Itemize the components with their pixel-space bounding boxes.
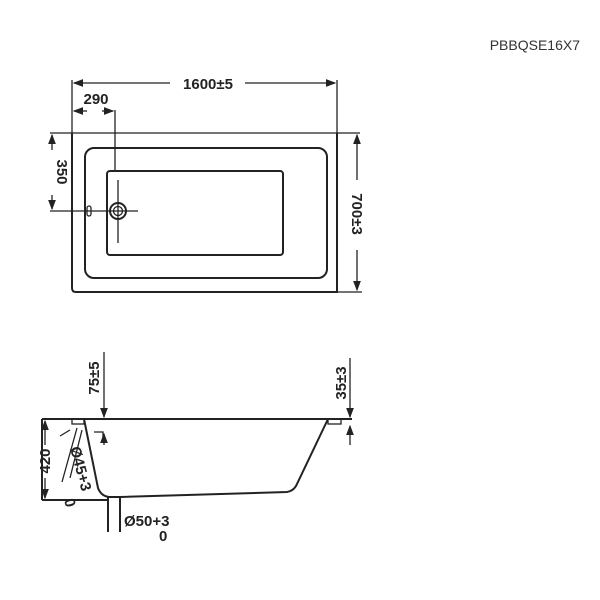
side-view: Ø50+3 0 Ø45+3 0 75±5 35±3 420 [37, 352, 354, 545]
model-code: PBBQSE16X7 [490, 37, 580, 53]
height-dimension: 420 [37, 448, 54, 473]
drain-offset-y-dimension: 350 [53, 159, 70, 184]
drain-offset-x-dimension: 290 [83, 91, 108, 108]
length-dimension: 1600±5 [183, 76, 233, 93]
width-dimension: 700±3 [348, 193, 365, 235]
drain-diameter-tolerance: 0 [159, 528, 167, 545]
rim-thickness-left: 75±5 [86, 361, 103, 394]
top-view: 1600±5 290 350 700±3 [48, 76, 365, 293]
basin-outline [106, 170, 284, 256]
tub-outline [71, 133, 338, 293]
drain-diameter: Ø50+3 [124, 513, 169, 530]
overflow-diameter-tolerance: 0 [60, 497, 79, 509]
basin-profile [83, 418, 329, 498]
rim-thickness-right: 35±3 [333, 366, 350, 399]
rim-outline [84, 147, 328, 279]
overflow-icon [86, 205, 92, 217]
